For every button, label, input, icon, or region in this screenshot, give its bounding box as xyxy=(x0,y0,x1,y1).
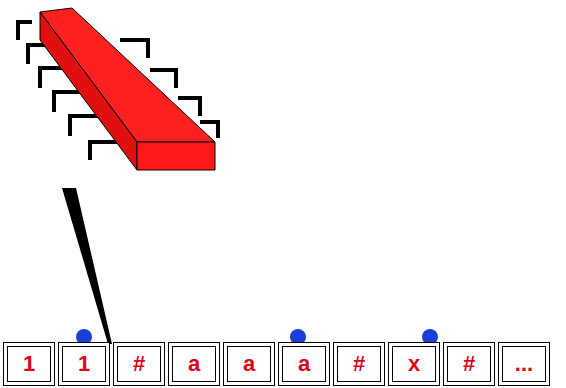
cell-symbol: a xyxy=(298,351,310,377)
tape-cell: x xyxy=(388,342,440,386)
tape-cell: # xyxy=(113,342,165,386)
chip-front xyxy=(137,142,215,170)
cell-symbol: ... xyxy=(515,351,533,377)
tape-cell: ... xyxy=(498,342,550,386)
cell-symbol: 1 xyxy=(23,351,35,377)
cell-symbol: # xyxy=(463,351,475,377)
head-pointer xyxy=(62,188,112,344)
cell-symbol: # xyxy=(353,351,365,377)
tape-cell: a xyxy=(278,342,330,386)
tape-cell: 1 xyxy=(58,342,110,386)
chip-side xyxy=(40,12,137,170)
cell-symbol: 1 xyxy=(78,351,90,377)
cell-symbol: a xyxy=(243,351,255,377)
tape-cell: # xyxy=(443,342,495,386)
cell-symbol: # xyxy=(133,351,145,377)
tape-cell: # xyxy=(333,342,385,386)
tape-cell: 1 xyxy=(3,342,55,386)
cell-symbol: a xyxy=(188,351,200,377)
cell-symbol: x xyxy=(408,351,420,377)
tape-cell: a xyxy=(168,342,220,386)
tape-cell: a xyxy=(223,342,275,386)
